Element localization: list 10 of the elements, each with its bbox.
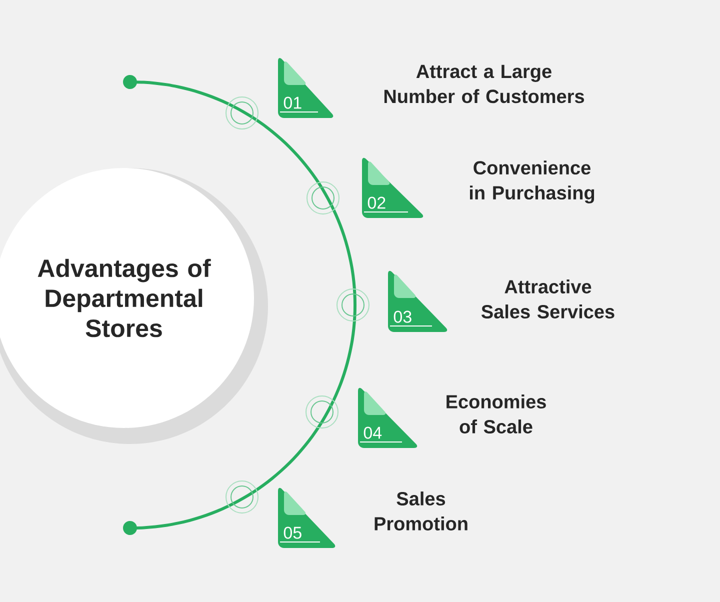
item-heading: Attractive Sales Services xyxy=(481,280,614,318)
item-heading: Attract a Large Number of Customers xyxy=(384,64,584,104)
number-badge: 04 xyxy=(358,388,418,448)
number-badge: 01 xyxy=(278,58,334,118)
number-badge: 02 xyxy=(362,158,424,218)
item-heading: Sales Promotion xyxy=(374,492,468,530)
item-heading: Economies of Scale xyxy=(446,394,546,434)
number-badge: 05 xyxy=(278,488,336,548)
item-heading: Convenience in Purchasing xyxy=(470,160,594,204)
number-badge: 03 xyxy=(388,270,448,332)
